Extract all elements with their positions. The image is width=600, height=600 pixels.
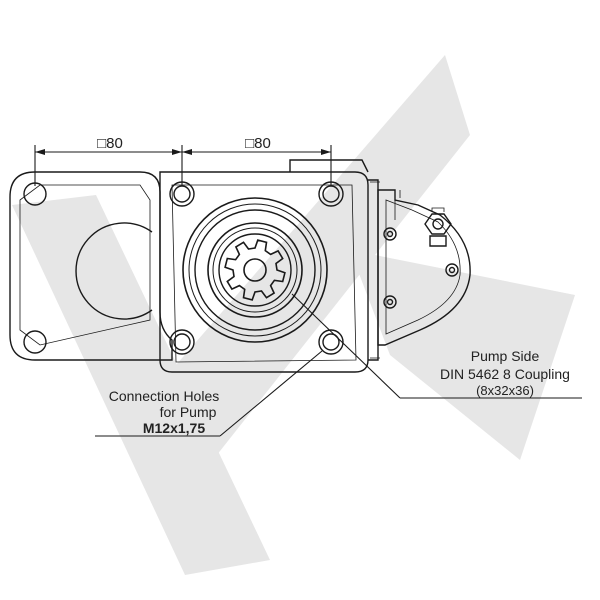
bracket-hole [383, 295, 397, 309]
dimension-lines [34, 145, 332, 186]
watermark-upper-stroke [150, 55, 470, 470]
bolt-hole-inner [173, 333, 191, 351]
arrowhead [172, 149, 182, 155]
coupling-outer-ring [182, 197, 328, 343]
bolt-holes [23, 181, 344, 355]
coupling-ring [194, 209, 316, 331]
watermark-logo [12, 55, 575, 575]
leader-line [219, 350, 323, 437]
bracket-hole [445, 263, 459, 277]
bracket-detail [394, 190, 401, 220]
bolt-hole-inner [173, 185, 191, 203]
left-bore [75, 222, 153, 320]
connection-holes-title: Connection Holes [109, 388, 220, 404]
connection-holes-leader [95, 350, 323, 437]
dimension-arrows [35, 149, 331, 155]
bolt-hole [318, 329, 344, 355]
bolt-hole [23, 330, 47, 354]
fitting-cap [431, 207, 445, 212]
arrowhead [321, 149, 331, 155]
coupling-hub [207, 222, 303, 318]
pump-coupling [182, 197, 328, 343]
top-step [289, 159, 369, 173]
bolt-hole [23, 182, 47, 206]
dimension-label-left: □80 [97, 135, 123, 152]
main-body [159, 171, 369, 373]
bolt-hole [169, 329, 195, 355]
side-rail-edges [370, 181, 380, 359]
bracket-hole-center [448, 266, 456, 274]
hex-fitting-bore [432, 218, 444, 230]
bracket-inner-edge [385, 199, 461, 335]
main-body-inner-edge [171, 184, 357, 363]
coupling-hub-inner [212, 227, 298, 313]
pump-side-coupling: DIN 5462 8 Coupling [440, 366, 570, 382]
hex-fitting [424, 213, 452, 235]
bracket-hole-center [386, 298, 394, 306]
left-flange-plate [9, 171, 173, 361]
connection-holes-thread: M12x1,75 [143, 420, 205, 436]
watermark-left-stroke [12, 195, 270, 575]
pump-side-title: Pump Side [471, 348, 540, 364]
dimension-label-right: □80 [245, 135, 271, 152]
shaft-center [243, 258, 267, 282]
spline-outer [218, 233, 292, 307]
left-flange-inner-edge [19, 184, 151, 346]
spline-teeth [224, 239, 286, 301]
watermark-lower-stroke [350, 250, 575, 460]
bracket-hole [383, 227, 397, 241]
bracket-hole-center [386, 230, 394, 238]
arrowhead [35, 149, 45, 155]
arrowhead [182, 149, 192, 155]
bracket-outline [377, 189, 471, 346]
leader-line [291, 293, 401, 399]
coupling-ring [188, 203, 322, 337]
side-bracket [377, 189, 471, 346]
pump-side-leader [291, 293, 582, 399]
connection-holes-subtitle: for Pump [160, 404, 217, 420]
bolt-hole-inner [322, 333, 340, 351]
pump-side-spline-size: (8x32x36) [476, 383, 534, 398]
fitting-base [429, 235, 447, 247]
